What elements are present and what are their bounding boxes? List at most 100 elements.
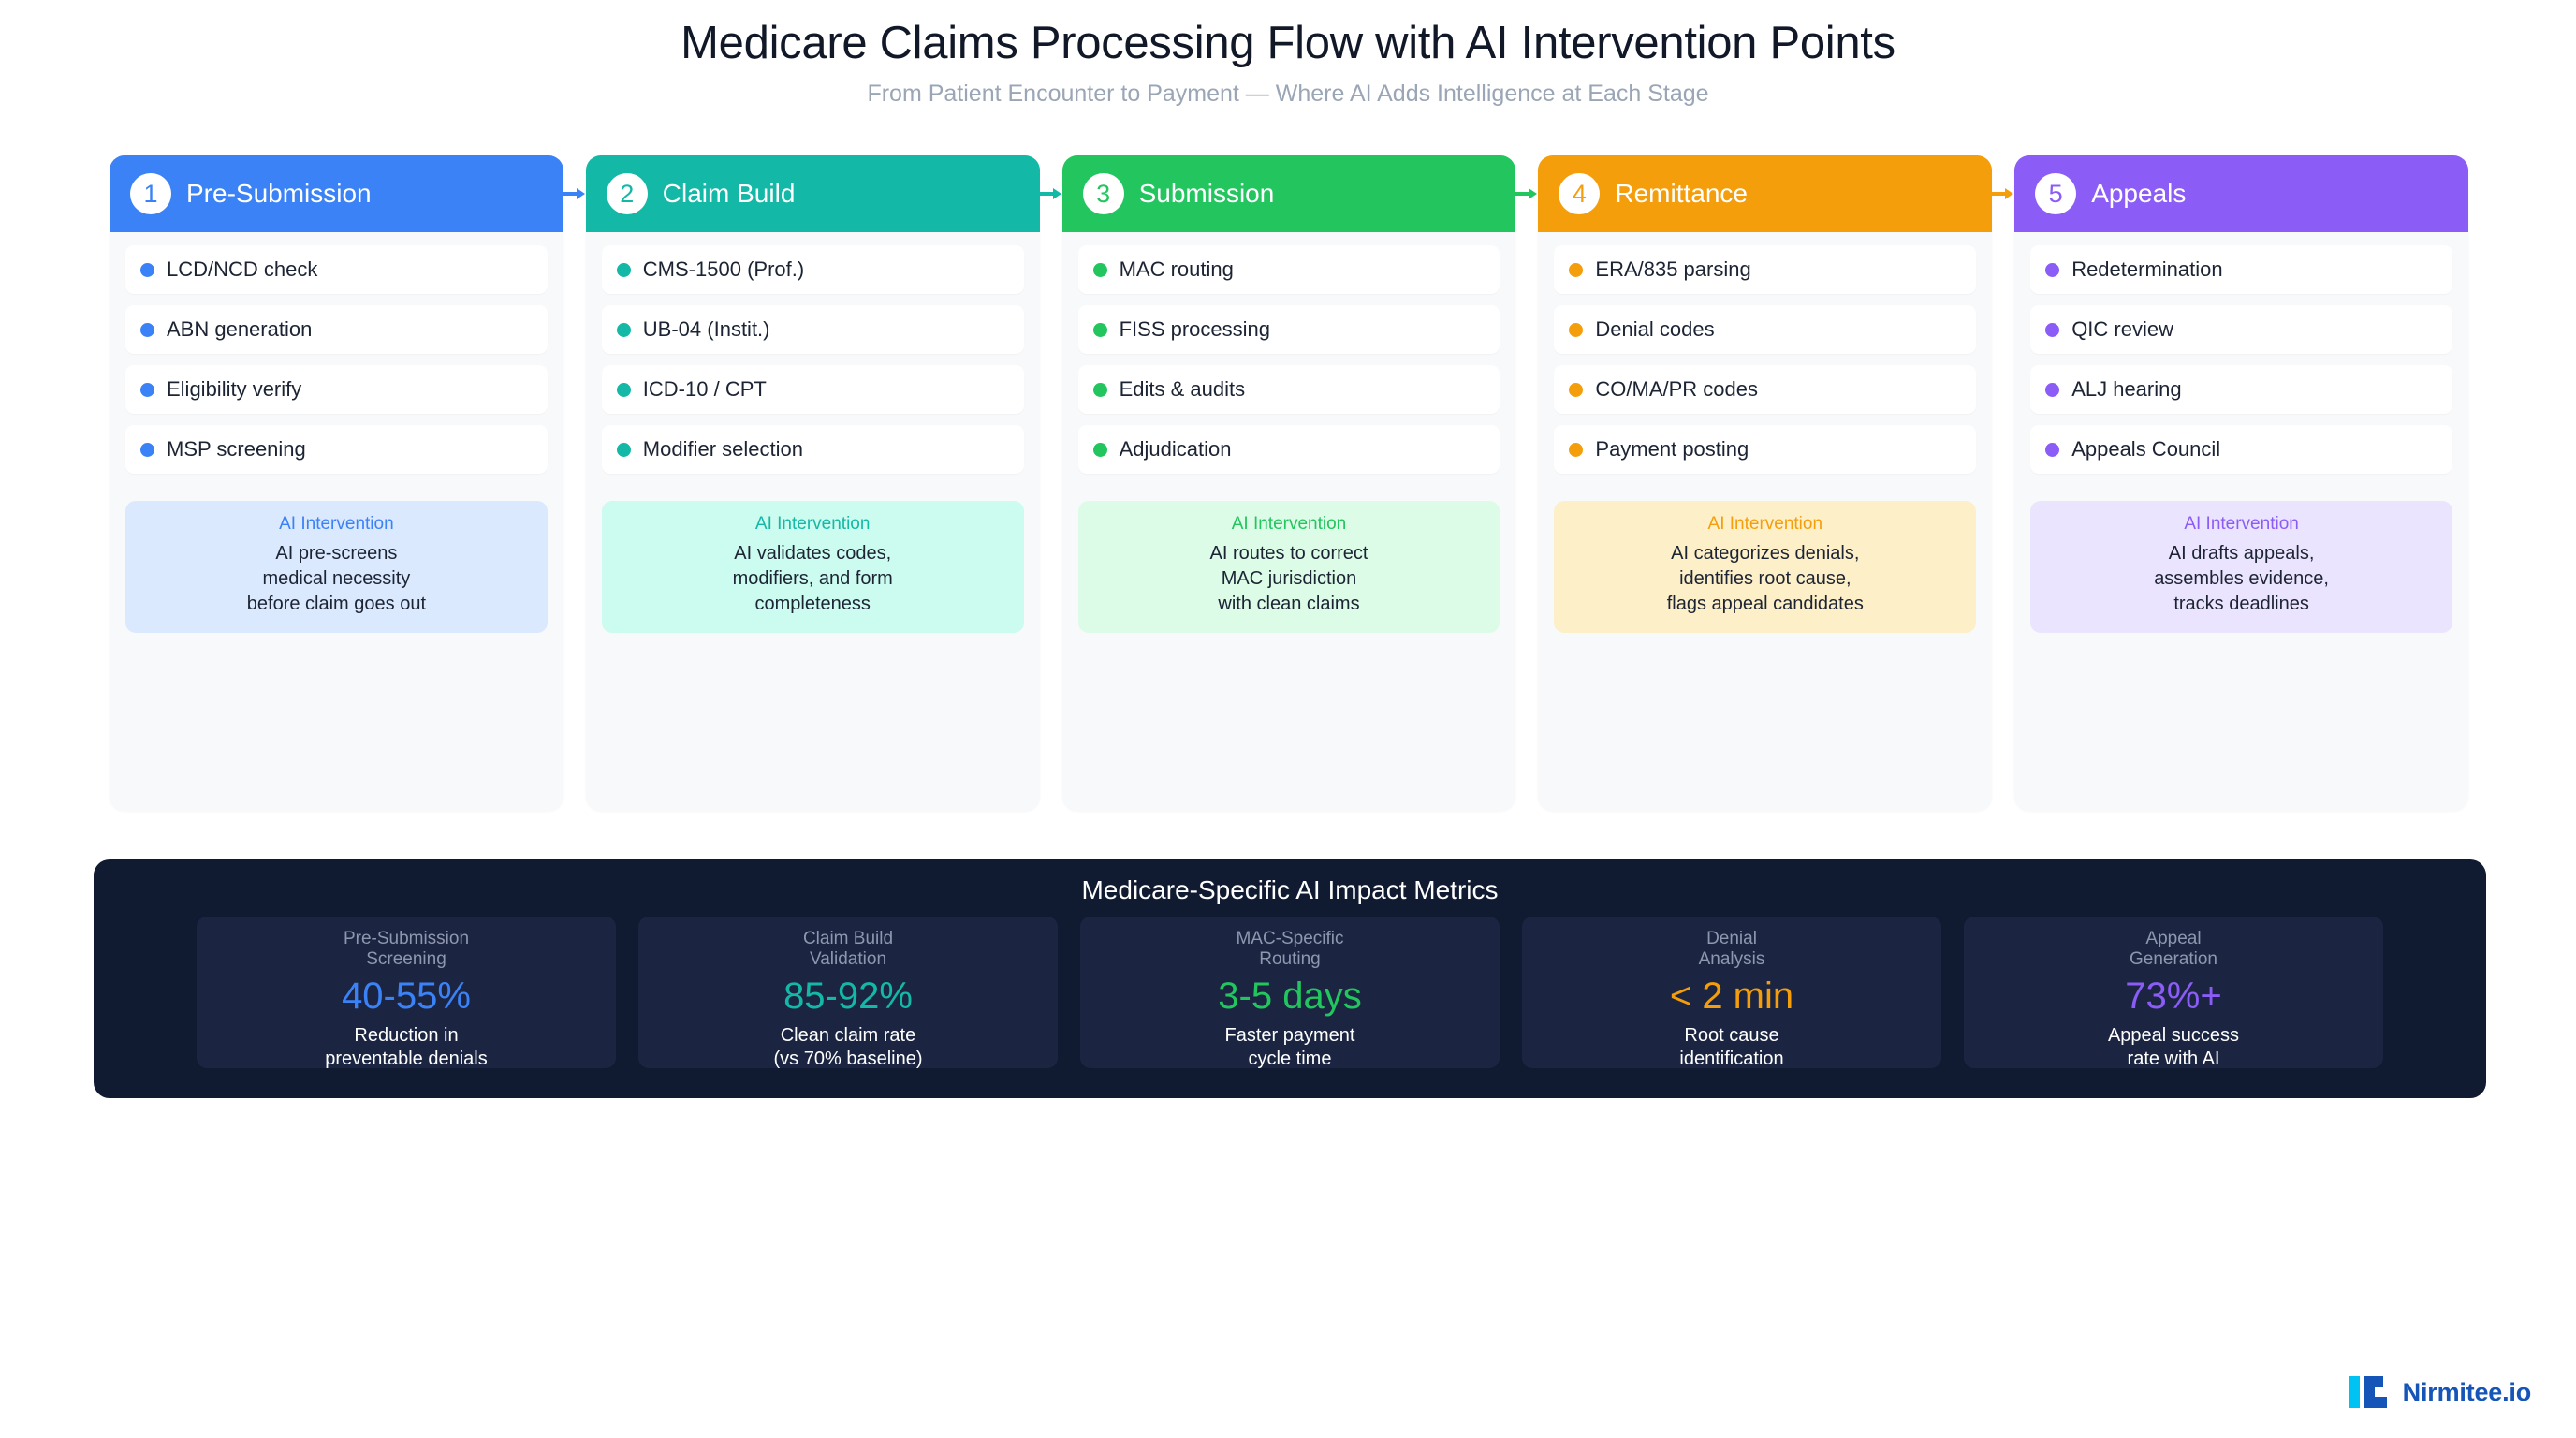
stage-item-label: Appeals Council	[2071, 437, 2221, 461]
stage-item[interactable]: Adjudication	[1077, 425, 1500, 474]
stage-connector-arrow-icon	[563, 155, 586, 232]
stage-item[interactable]: LCD/NCD check	[125, 245, 548, 294]
stage-item-label: Modifier selection	[642, 437, 803, 461]
stage-item-label: Eligibility verify	[167, 377, 302, 401]
stage-item[interactable]: ABN generation	[125, 305, 548, 354]
bullet-dot-icon	[140, 322, 154, 337]
stage-number-badge: 5	[2035, 173, 2077, 214]
stage-item[interactable]: Edits & audits	[1077, 365, 1500, 414]
stage-title: Appeals	[2091, 179, 2187, 208]
stage-item[interactable]: Redetermination	[2030, 245, 2452, 294]
metric-card-value: 73%+	[2125, 975, 2222, 1017]
stage-item[interactable]: CMS-1500 (Prof.)	[601, 245, 1024, 294]
stage-item-label: CO/MA/PR codes	[1595, 377, 1758, 401]
stage-item[interactable]: MSP screening	[125, 425, 548, 474]
stage-header[interactable]: 5 Appeals	[2014, 155, 2468, 232]
bullet-dot-icon	[140, 262, 154, 277]
bullet-dot-icon	[2045, 382, 2060, 397]
bullet-dot-icon	[1092, 322, 1107, 337]
metric-card-sublabel: Clean claim rate(vs 70% baseline)	[773, 1024, 923, 1070]
page-title: Medicare Claims Processing Flow with AI …	[681, 18, 1895, 68]
stage-item-label: ABN generation	[167, 317, 313, 341]
stage-item[interactable]: MAC routing	[1077, 245, 1500, 294]
stage-item[interactable]: Eligibility verify	[125, 365, 548, 414]
bullet-dot-icon	[2045, 322, 2060, 337]
stage-item[interactable]: Denial codes	[1554, 305, 1977, 354]
page-header: Medicare Claims Processing Flow with AI …	[0, 0, 2576, 108]
stage-number-badge: 3	[1082, 173, 1124, 214]
metrics-panel-title: Medicare-Specific AI Impact Metrics	[1081, 875, 1499, 904]
stage-item-label: UB-04 (Instit.)	[642, 317, 770, 341]
stage-item[interactable]: Modifier selection	[601, 425, 1024, 474]
stage-number-badge: 1	[130, 173, 171, 214]
stage-title: Submission	[1138, 179, 1275, 208]
brand-logo-text: Nirmitee.io	[2402, 1377, 2532, 1406]
bullet-dot-icon	[616, 262, 631, 277]
stage-item-label: Adjudication	[1119, 437, 1232, 461]
metric-card-value: 3-5 days	[1218, 975, 1362, 1017]
stage-title: Claim Build	[662, 179, 796, 208]
bullet-dot-icon	[1092, 382, 1107, 397]
stage-item-label: Payment posting	[1595, 437, 1749, 461]
stage-item-label: ALJ hearing	[2071, 377, 2182, 401]
stage-item[interactable]: QIC review	[2030, 305, 2452, 354]
nirmitee-logo-icon	[2349, 1376, 2387, 1408]
stage-item[interactable]: ICD-10 / CPT	[601, 365, 1024, 414]
stage-item-label: ICD-10 / CPT	[642, 377, 767, 401]
ai-intervention-label: AI Intervention	[754, 514, 871, 534]
stage-header[interactable]: 3 Submission	[1061, 155, 1516, 232]
stage-header[interactable]: 1 Pre-Submission	[110, 155, 564, 232]
stage-item-label: LCD/NCD check	[167, 257, 318, 281]
stage-item-label: ERA/835 parsing	[1595, 257, 1751, 281]
metric-card-value: 85-92%	[783, 975, 913, 1017]
stage-item-label: Edits & audits	[1119, 377, 1246, 401]
bullet-dot-icon	[1092, 442, 1107, 457]
bullet-dot-icon	[616, 442, 631, 457]
stage-item[interactable]: ALJ hearing	[2030, 365, 2452, 414]
stage-item[interactable]: UB-04 (Instit.)	[601, 305, 1024, 354]
stage-item-label: MSP screening	[167, 437, 306, 461]
bullet-dot-icon	[2045, 262, 2060, 277]
bullet-dot-icon	[2045, 442, 2060, 457]
stage-item[interactable]: FISS processing	[1077, 305, 1500, 354]
stage-item-list: CMS-1500 (Prof.) UB-04 (Instit.) ICD-10 / …	[586, 232, 1040, 485]
stage-item[interactable]: Appeals Council	[2030, 425, 2452, 474]
stage-item[interactable]: CO/MA/PR codes	[1554, 365, 1977, 414]
stage-title: Pre-Submission	[186, 179, 372, 208]
brand-logo: Nirmitee.io	[2349, 1374, 2531, 1410]
stage-item[interactable]: ERA/835 parsing	[1554, 245, 1977, 294]
bullet-dot-icon	[1569, 442, 1584, 457]
stage-item-label: QIC review	[2071, 317, 2174, 341]
metric-card-value: < 2 min	[1669, 975, 1794, 1017]
bullet-dot-icon	[1569, 382, 1584, 397]
bullet-dot-icon	[1569, 322, 1584, 337]
ai-intervention-label: AI Intervention	[279, 514, 394, 534]
stage-item[interactable]: Payment posting	[1554, 425, 1977, 474]
stage-connector-arrow-icon	[1039, 155, 1062, 232]
stage-title: Remittance	[1615, 179, 1749, 208]
stage-connector-arrow-icon	[1992, 155, 2014, 232]
